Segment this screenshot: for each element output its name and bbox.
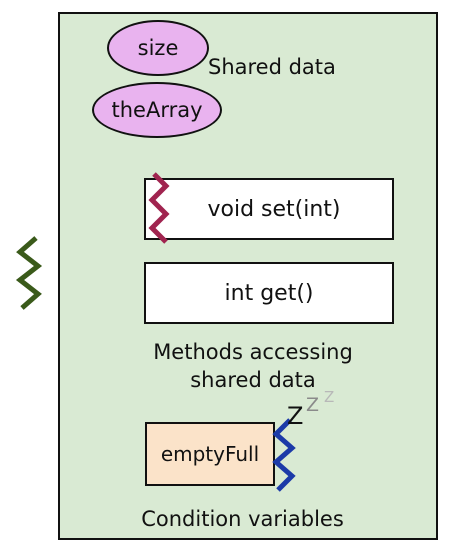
sleeping-thread-icon	[272, 418, 296, 492]
sleep-z-2: Z	[306, 394, 320, 416]
method-set: void set(int)	[144, 178, 394, 240]
condition-caption: Condition variables	[141, 507, 344, 531]
running-thread-icon	[148, 172, 170, 244]
shared-item-thearray: theArray	[92, 82, 222, 138]
methods-caption-line1: Methods accessing	[153, 340, 353, 364]
waiting-thread-icon	[15, 236, 43, 310]
shared-item-size: size	[107, 20, 209, 76]
method-get: int get()	[144, 262, 394, 324]
sleep-z-1: Z	[287, 402, 304, 430]
sleep-z-3: Z	[324, 388, 335, 406]
condition-variable-label: emptyFull	[160, 442, 260, 466]
method-set-label: void set(int)	[207, 196, 341, 222]
method-get-label: int get()	[224, 280, 314, 306]
methods-caption: Methods accessing shared data	[118, 338, 388, 394]
condition-variable-emptyfull: emptyFull	[145, 422, 275, 486]
shared-item-thearray-label: theArray	[111, 98, 203, 122]
shared-data-caption: Shared data	[208, 55, 336, 79]
shared-item-size-label: size	[137, 36, 179, 60]
methods-caption-line2: shared data	[190, 368, 316, 392]
